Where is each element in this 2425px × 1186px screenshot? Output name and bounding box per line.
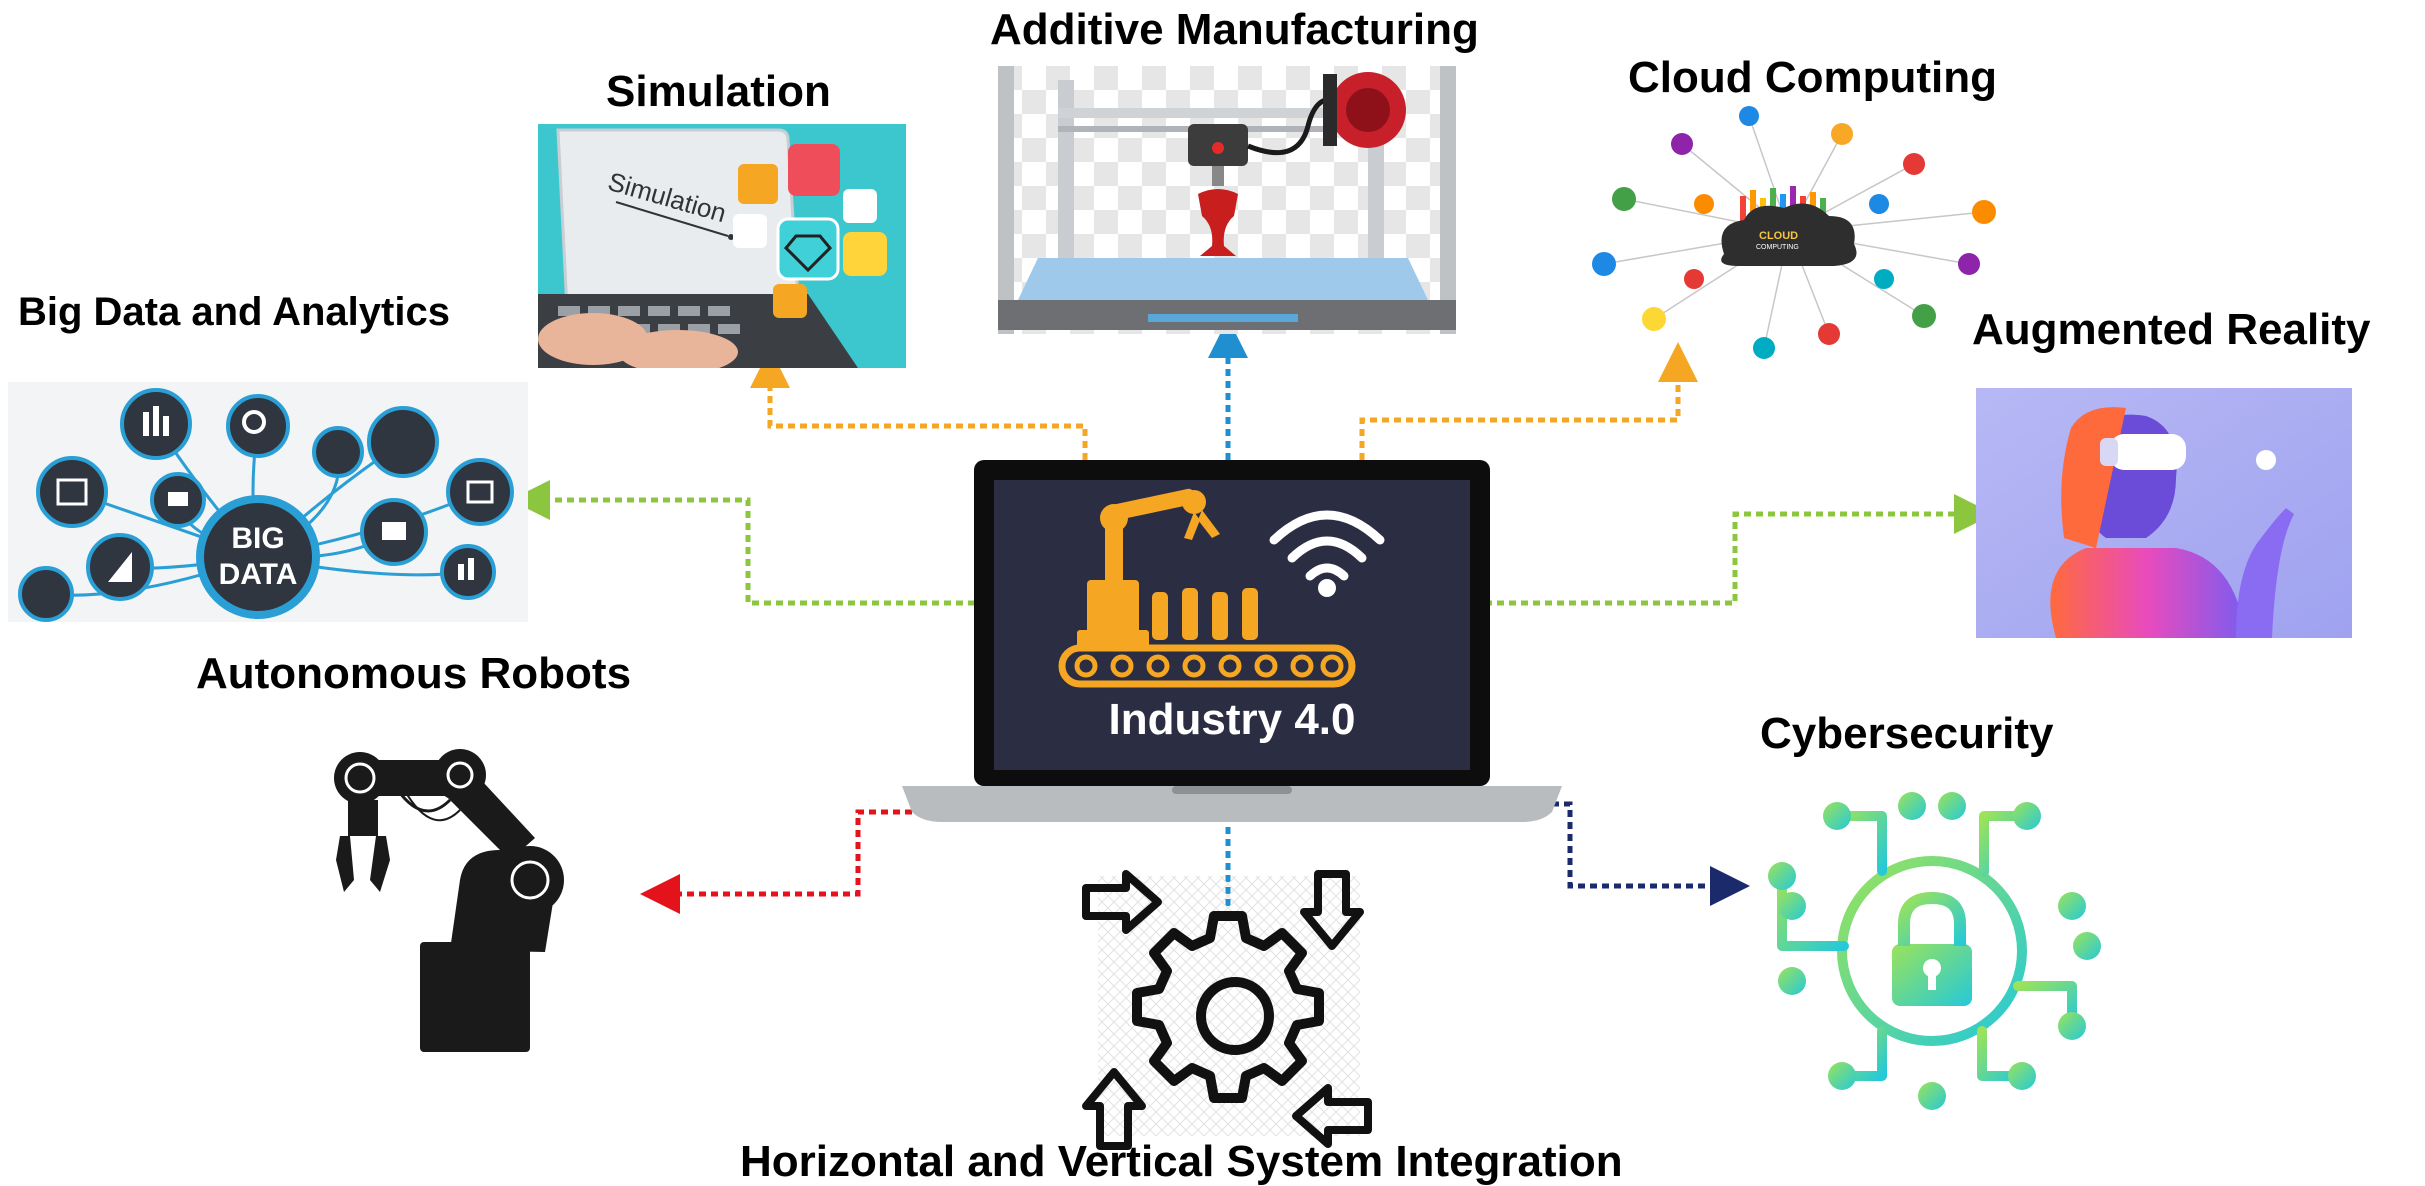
- center-label: Industry 4.0: [1108, 695, 1356, 744]
- ar-image: [1976, 388, 2352, 638]
- connector-bigdata: [510, 480, 975, 606]
- center-laptop: Industry 4.0: [902, 460, 1562, 822]
- integration-label: Horizontal and Vertical System Integrati…: [740, 1137, 1623, 1186]
- connector-ar: [1485, 494, 1994, 606]
- additive-image: [998, 66, 1456, 334]
- connector-robots: [640, 809, 912, 914]
- connector-cyber: [1552, 801, 1750, 906]
- bigdata-image: BIG DATA: [8, 382, 528, 622]
- simulation-image: Simulation: [538, 124, 906, 368]
- additive-label: Additive Manufacturing: [990, 5, 1479, 54]
- bigdata-logo-text-1: BIG: [231, 522, 285, 555]
- bigdata-logo-text-2: DATA: [218, 558, 298, 591]
- connector-simulation: [750, 348, 1088, 460]
- robots-label: Autonomous Robots: [196, 649, 632, 698]
- bigdata-label: Big Data and Analytics: [18, 290, 450, 334]
- robots-image: [330, 720, 630, 1052]
- ar-label: Augmented Reality: [1972, 305, 2371, 354]
- cloud-logo-text: CLOUD: [1759, 230, 1799, 242]
- integration-image: [1078, 866, 1380, 1156]
- cyber-label: Cybersecurity: [1760, 709, 2054, 758]
- cloud-label: Cloud Computing: [1628, 53, 1998, 102]
- simulation-label: Simulation: [606, 67, 831, 116]
- cloud-image: CLOUD COMPUTING: [1574, 104, 2004, 360]
- connector-cloud: [1359, 342, 1698, 460]
- cloud-logo-subtext: COMPUTING: [1756, 244, 1799, 251]
- cyber-image: [1752, 776, 2110, 1120]
